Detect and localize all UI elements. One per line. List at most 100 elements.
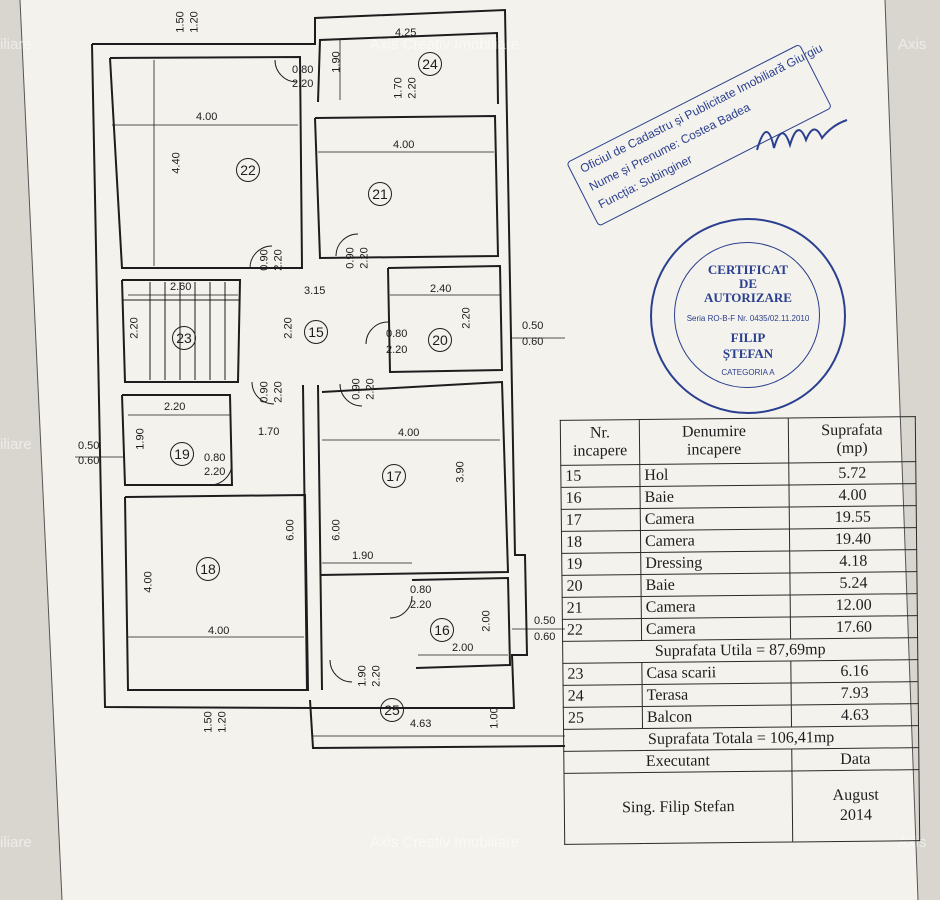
room-name-cell: Casa scarii <box>641 660 792 685</box>
dim-label: 1.70 <box>392 77 405 99</box>
dim-label: 1.70 <box>258 426 280 438</box>
balcony-walls <box>309 699 566 750</box>
room-19-label: 19 <box>170 442 194 466</box>
dim-label: 4.00 <box>398 427 420 439</box>
room-15-label: 15 <box>304 320 328 344</box>
room-name-cell: Terasa <box>642 682 792 707</box>
stamp-name-2: ȘTEFAN <box>722 346 774 361</box>
room-23-walls <box>121 279 242 383</box>
room-area-cell: 5.24 <box>789 571 918 595</box>
room-number-cell: 20 <box>561 574 642 598</box>
room-16-walls <box>411 576 512 669</box>
room-area-cell: 4.63 <box>791 703 919 727</box>
dim-label: 4.40 <box>170 152 183 174</box>
room-number-cell: 16 <box>560 486 641 510</box>
room-name-cell: Baie <box>639 484 790 509</box>
dim-label: 1.20 <box>188 11 201 33</box>
dim-label: 3.15 <box>304 285 326 297</box>
room-area-cell: 7.93 <box>791 681 919 705</box>
dim-label: 4.63 <box>410 718 432 730</box>
dim-label: 2.20 <box>204 466 226 478</box>
room-name-cell: Dressing <box>640 550 790 575</box>
paper-edge-right <box>884 0 919 900</box>
dim-label: 6.00 <box>330 519 343 541</box>
room-17-walls <box>319 380 510 576</box>
wall-18-east <box>302 384 308 691</box>
dim-label: 2.20 <box>358 247 371 269</box>
dim-label: 2.20 <box>282 317 295 339</box>
watermark: Axis <box>898 834 927 851</box>
room-number-cell: 18 <box>561 530 641 554</box>
dim-label: 1.50 <box>174 11 187 33</box>
outer-wall-left <box>91 43 317 709</box>
dim-label: 0.80 <box>204 452 226 464</box>
dim-label: 2.20 <box>128 317 141 339</box>
room-23-label: 23 <box>172 326 196 350</box>
room-name-cell: Camera <box>641 594 791 619</box>
room-name-cell: Balcon <box>642 704 792 729</box>
table-header-row: Nr. incapere Denumire incapere Suprafata… <box>560 416 916 466</box>
watermark: Axis <box>898 36 927 53</box>
dim-label: 2.20 <box>272 249 285 271</box>
dim-label: 2.20 <box>386 344 408 356</box>
room-number-cell: 23 <box>562 662 643 686</box>
dim-label: 2.20 <box>364 378 377 400</box>
room-area-cell: 6.16 <box>790 659 919 683</box>
dim-label: 0.50 <box>78 440 100 452</box>
dim-label: 2.00 <box>480 610 493 632</box>
dim-label: 0.90 <box>350 378 363 400</box>
room-21-label: 21 <box>368 182 392 206</box>
dim-label: 2.40 <box>430 283 452 295</box>
room-22-label: 22 <box>236 158 260 182</box>
dim-label: 0.80 <box>292 64 314 76</box>
room-name-cell: Camera <box>641 616 791 641</box>
room-name-cell: Camera <box>640 506 790 531</box>
dim-label: 2.20 <box>292 78 314 90</box>
header-area: Suprafata (mp) <box>788 416 916 463</box>
room-area-cell: 5.72 <box>788 461 916 485</box>
room-area-cell: 17.60 <box>790 615 918 639</box>
dim-label: 2.60 <box>170 281 192 293</box>
stamp-name-1: FILIP <box>730 330 766 345</box>
dim-label: 1.90 <box>134 428 147 450</box>
room-25-label: 25 <box>380 698 404 722</box>
room-area-cell: 4.18 <box>789 549 917 573</box>
authorization-stamp: CERTIFICAT DE AUTORIZARE Seria RO-B-F Nr… <box>650 218 846 414</box>
header-name: Denumire incapere <box>639 417 789 465</box>
dim-label: 4.00 <box>142 571 155 593</box>
dim-label: 2.20 <box>410 599 432 611</box>
room-22-walls <box>109 55 304 269</box>
room-24-walls <box>317 31 499 105</box>
room-number-cell: 17 <box>561 508 641 532</box>
dim-label: 0.60 <box>522 336 544 348</box>
room-number-cell: 21 <box>562 596 642 620</box>
date-value: August 2014 <box>791 769 920 842</box>
room-21-walls <box>314 114 500 260</box>
room-area-cell: 12.00 <box>790 593 918 617</box>
room-area-cell: 19.55 <box>789 505 917 529</box>
room-name-cell: Camera <box>640 528 790 553</box>
room-number-cell: 22 <box>562 618 642 642</box>
stamp-title-2: DE <box>738 276 758 291</box>
stamp-title-1: CERTIFICAT <box>707 262 789 277</box>
dim-label: 1.00 <box>488 707 501 729</box>
dim-label: 0.60 <box>78 455 100 467</box>
room-18-label: 18 <box>196 557 220 581</box>
dim-label: 1.90 <box>330 51 343 73</box>
signature <box>756 119 848 151</box>
dim-label: 4.00 <box>208 625 230 637</box>
room-name-cell: Baie <box>640 572 791 597</box>
dim-label: 0.50 <box>522 320 544 332</box>
dim-label: 1.20 <box>216 711 229 733</box>
executant-value: Sing. Filip Stefan <box>563 770 793 845</box>
dim-label: 1.90 <box>352 550 374 562</box>
dim-label: 2.20 <box>272 381 285 403</box>
room-area-cell: 4.00 <box>788 483 917 507</box>
paper-sheet <box>20 0 918 900</box>
room-18-walls <box>124 493 310 691</box>
dim-label: 1.90 <box>356 665 369 687</box>
executant-label: Executant <box>563 748 792 774</box>
date-label: Data <box>791 747 919 771</box>
